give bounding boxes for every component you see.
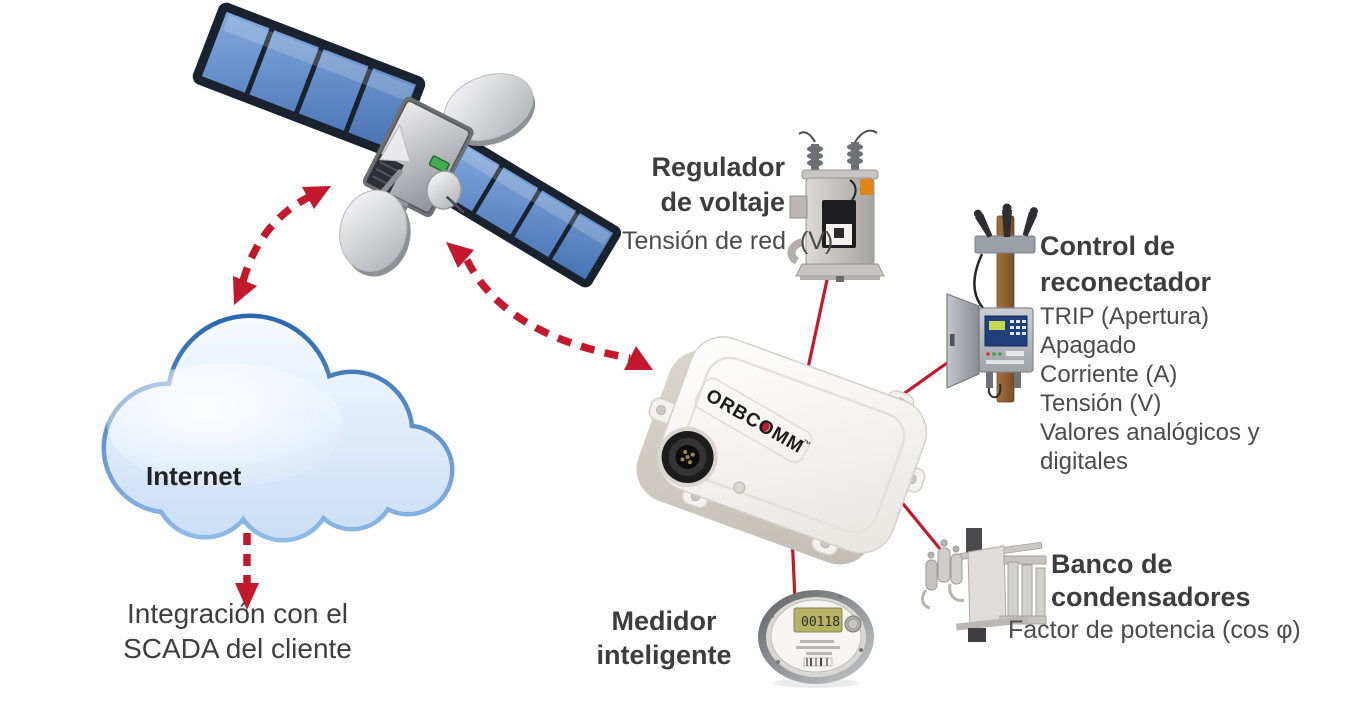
voltage-regulator-icon xyxy=(787,129,885,282)
door-handle xyxy=(950,334,955,346)
device-connector xyxy=(657,427,718,488)
meter-lcd: 00118 xyxy=(793,607,843,633)
scada-label: Integración con el SCADA del cliente xyxy=(95,596,380,666)
recloser-control-icon xyxy=(946,203,1038,403)
logo-accent-dot xyxy=(759,421,770,432)
capacitor-foot xyxy=(968,628,986,642)
satellite-dish-bottom xyxy=(339,189,411,277)
recloser-signal: Valores analógicos y digitales xyxy=(1040,419,1260,475)
cabinet-cable-loop xyxy=(987,383,1002,399)
regulator-pipe xyxy=(787,238,804,265)
feed-horn xyxy=(378,123,411,163)
scada-label-line2: SCADA del cliente xyxy=(123,633,352,664)
arrowhead-to-scada xyxy=(235,583,259,610)
regulator-control-panel xyxy=(822,179,857,248)
meter-title-line1: Medidor xyxy=(611,606,717,636)
crossarm xyxy=(974,235,1036,254)
recloser-signal-list: TRIP (Apertura) Apagado Corriente (A) Te… xyxy=(1040,302,1300,476)
status-panel xyxy=(428,155,450,173)
cloud-icon xyxy=(101,313,455,543)
device-top-face xyxy=(656,336,928,554)
recloser-signal: TRIP (Apertura) xyxy=(1040,303,1209,330)
recloser-signal: Corriente (A) xyxy=(1040,361,1178,388)
recloser-title: Control de reconectador xyxy=(1040,228,1211,300)
meter-title: Medidor inteligente xyxy=(578,604,750,672)
solar-panel-right xyxy=(431,137,622,288)
capacitor-title-line2: condensadores xyxy=(1051,582,1251,612)
capacitor-piping xyxy=(921,583,965,610)
regulator-bracket xyxy=(789,195,808,219)
logo-trademark: ™ xyxy=(800,437,811,449)
cabinet-door xyxy=(946,293,980,389)
meter-lcd-digits: 00118 xyxy=(801,615,840,630)
capacitor-title-line1: Banco de xyxy=(1051,549,1173,579)
solar-panel-left xyxy=(192,2,426,159)
device-vent-hole xyxy=(733,481,746,494)
internet-label: Internet xyxy=(146,461,242,491)
satellite-device-link-arrow xyxy=(446,242,653,370)
regulator-bushings xyxy=(807,142,863,170)
recloser-signal: Apagado xyxy=(1040,332,1137,359)
arrowhead-to-satellite xyxy=(302,186,331,209)
regulator-label-orange xyxy=(860,179,873,195)
satellite-cloud-link-arrow xyxy=(233,186,331,305)
arrowhead-to-device xyxy=(624,346,653,370)
recloser-signal: Tensión (V) xyxy=(1040,390,1162,417)
meter-nameplate-lines xyxy=(796,640,840,655)
regulator-title-line1: Regulador xyxy=(651,152,785,182)
meter-barcode xyxy=(803,657,833,667)
capacitor-cylinders xyxy=(925,539,963,591)
regulator-signal: Tensión de red (V) xyxy=(622,227,834,255)
capacitor-title: Banco de condensadores xyxy=(1051,548,1251,614)
recloser-title-line1: Control de xyxy=(1040,231,1175,261)
capacitor-signal: Factor de potencia (cos φ) xyxy=(1008,616,1301,644)
meter-title-line2: inteligente xyxy=(596,640,732,670)
orbcomm-device: ORBCOMM ™ xyxy=(636,336,928,565)
satellite-dish-feed xyxy=(426,170,465,214)
arrowhead-to-satellite xyxy=(446,242,474,268)
wire-to-regulator xyxy=(806,265,832,369)
capacitor-fins xyxy=(999,555,1047,625)
regulator-title: Regulador de voltaje xyxy=(545,150,785,220)
regulator-title-line2: de voltaje xyxy=(660,187,785,217)
insulators xyxy=(973,203,1038,238)
capacitor-bank-icon xyxy=(921,528,1047,642)
recloser-title-line2: reconectador xyxy=(1040,267,1212,297)
cabinet-indicators xyxy=(986,351,1024,364)
satellite-icon xyxy=(192,2,622,288)
meter-rim-screws xyxy=(770,595,863,664)
scada-label-line1: Integración con el xyxy=(126,598,349,629)
control-screen xyxy=(984,315,1028,347)
logo-plate xyxy=(694,377,813,464)
arrowhead-to-cloud xyxy=(233,276,257,305)
device-lid-seam xyxy=(678,356,906,534)
smart-meter-icon: 00118 xyxy=(758,590,874,688)
cloud-highlight xyxy=(107,363,343,487)
